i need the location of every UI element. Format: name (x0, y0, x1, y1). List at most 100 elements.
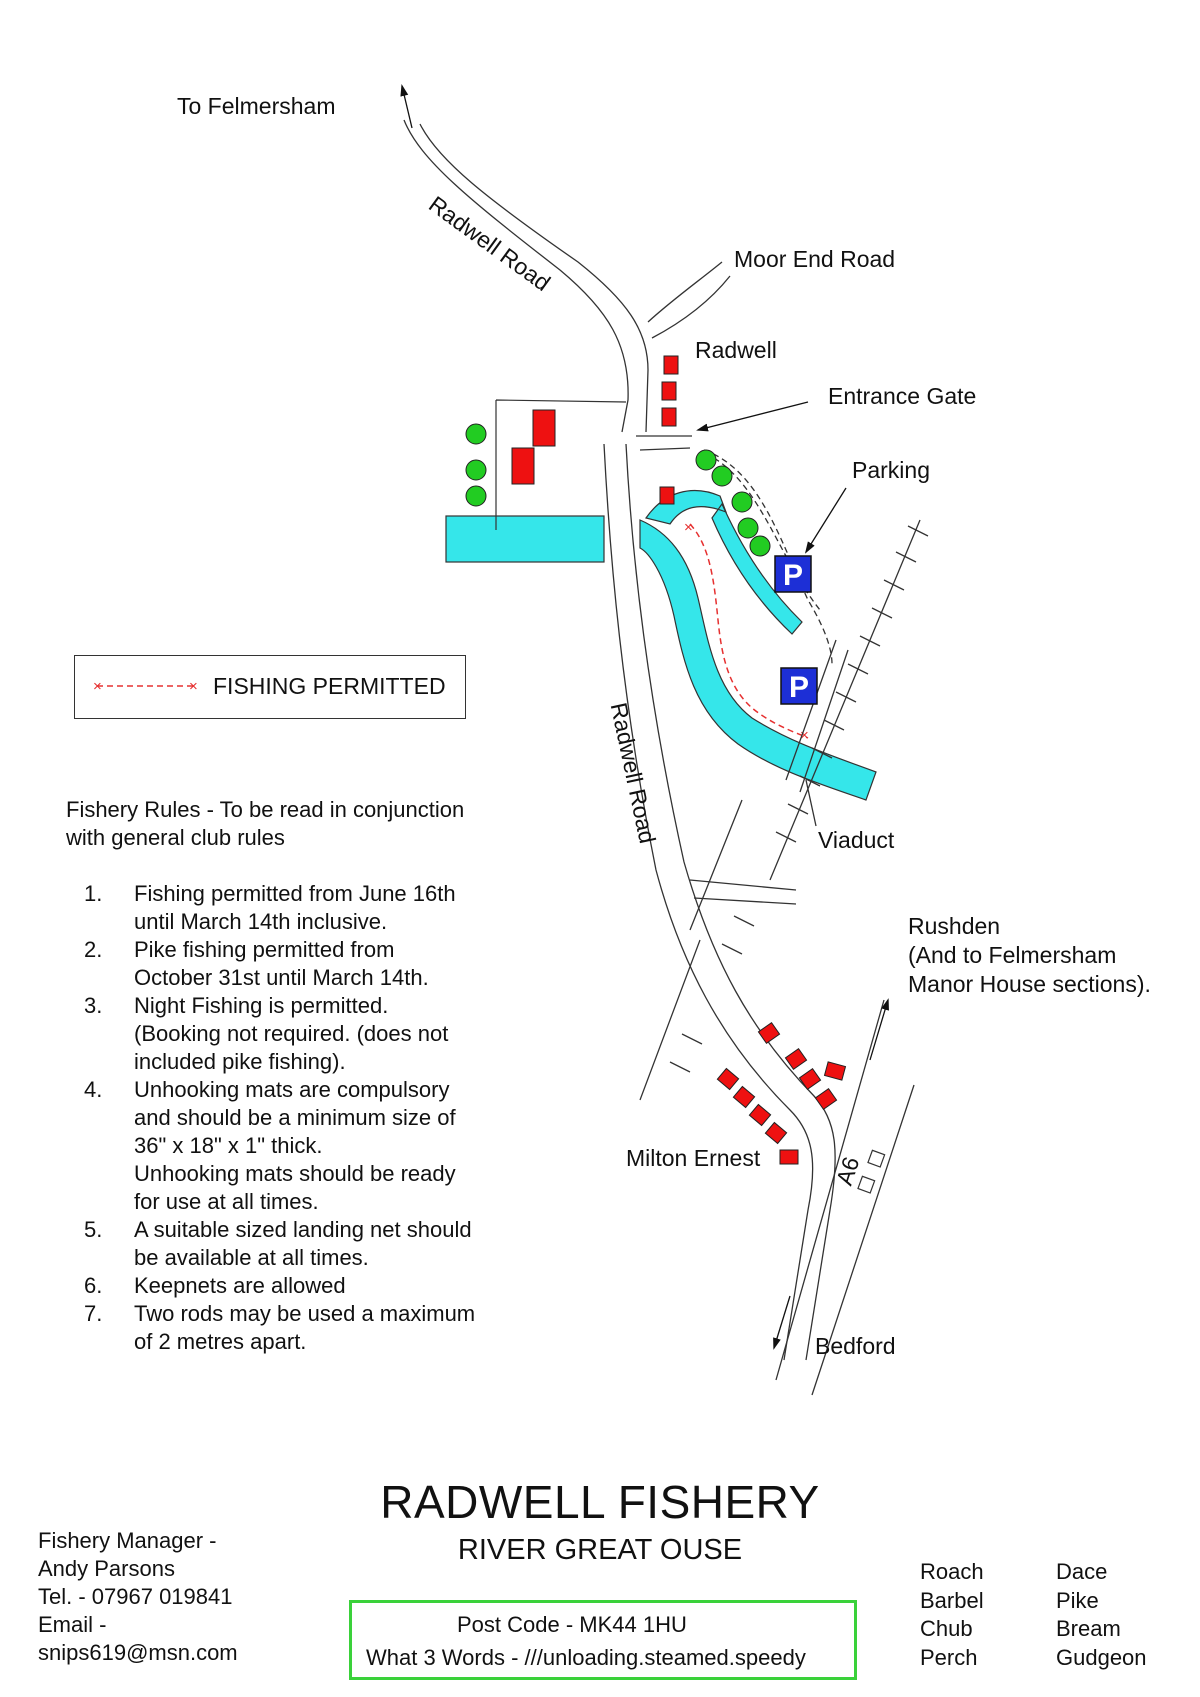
rule-item: 2. Pike fishing permitted from October 3… (66, 936, 526, 992)
rule-text: of 2 metres apart. (134, 1329, 307, 1354)
arrow-parking (804, 487, 847, 554)
rule-text: included pike fishing). (134, 1049, 346, 1074)
page-title: RADWELL FISHERY (380, 1476, 820, 1528)
buildings (511, 355, 847, 1165)
viaduct-edge-east (799, 649, 849, 793)
fish-species: Bream (1056, 1616, 1121, 1641)
svg-text:P: P (789, 671, 809, 704)
railway-line (769, 519, 921, 881)
label-moor-end-road: Moor End Road (734, 246, 896, 272)
a6-road-east (811, 1084, 915, 1396)
radwell-road-main-west (603, 443, 814, 1361)
legend-label: FISHING PERMITTED (213, 673, 446, 699)
rules-intro: Fishery Rules - To be read in conjunctio… (66, 796, 526, 852)
fish-species-list: Dace Pike Bream Gudgeon (1056, 1558, 1147, 1672)
building (661, 381, 677, 401)
tree-icon (749, 535, 771, 557)
rule-text: October 31st until March 14th. (134, 965, 429, 990)
rule-text: Unhooking mats are compulsory (134, 1077, 450, 1102)
building (798, 1067, 822, 1091)
contact-email[interactable]: snips619@msn.com (38, 1640, 238, 1665)
fish-species: Pike (1056, 1587, 1099, 1613)
rule-item: 4. Unhooking mats are compulsory and sho… (66, 1076, 526, 1216)
river-main-channel (639, 519, 877, 801)
rules-intro-line: Fishery Rules - To be read in conjunctio… (66, 797, 465, 822)
label-bedford: Bedford (815, 1333, 896, 1359)
rule-text: Fishing permitted from June 16th (134, 881, 456, 906)
label-viaduct: Viaduct (818, 827, 895, 853)
viaduct-edge-west (785, 639, 837, 781)
building (661, 407, 677, 427)
arrow-entrance-gate (696, 401, 809, 432)
label-milton-ernest: Milton Ernest (626, 1145, 761, 1171)
property-boundary (495, 399, 627, 530)
rule-text: (Booking not required. (does not (134, 1021, 449, 1046)
svg-text:×: × (189, 678, 198, 695)
rule-number: 3. (84, 993, 103, 1018)
fish-species: Gudgeon (1056, 1644, 1147, 1670)
moor-end-road-edge2 (651, 275, 731, 339)
building (532, 409, 556, 447)
label-rushden-line3: Manor House sections). (908, 971, 1151, 997)
fishing-permitted-line (689, 523, 809, 739)
viaduct-side-road (689, 879, 797, 905)
contact-line: Andy Parsons (38, 1556, 175, 1581)
railway-ticks (669, 525, 929, 1073)
radwell-road-north-edge (419, 123, 649, 433)
legend-fishing-line-icon: × × (93, 678, 198, 695)
rule-number: 7. (84, 1301, 103, 1326)
contact-line: Email - (38, 1612, 107, 1637)
rule-item: 1. Fishing permitted from June 16th unti… (66, 880, 526, 936)
fishery-rules: Fishery Rules - To be read in conjunctio… (66, 796, 526, 1356)
entrance-track (636, 435, 692, 451)
rule-item: 6. Keepnets are allowed (66, 1272, 526, 1300)
fish-species: Chub (920, 1616, 973, 1641)
fish-species: Barbel (920, 1587, 984, 1613)
what3words: What 3 Words - ///unloading.steamed.spee… (366, 1645, 806, 1670)
rule-text: A suitable sized landing net should (134, 1217, 472, 1242)
rule-text: Two rods may be used a maximum (134, 1301, 476, 1326)
building (732, 1085, 756, 1109)
label-rushden-line2: (And to Felmersham (908, 942, 1117, 968)
rule-item: 7. Two rods may be used a maximum of 2 m… (66, 1300, 526, 1356)
contact-line: Fishery Manager - (38, 1528, 217, 1553)
building (511, 447, 535, 485)
building (784, 1047, 808, 1071)
building (823, 1061, 847, 1081)
parking-icon: P (774, 555, 812, 593)
railway-line-south (689, 799, 743, 931)
arrow-to-felmersham (400, 84, 413, 129)
location-info-box: Post Code - MK44 1HU What 3 Words - ///u… (349, 1600, 857, 1680)
building (757, 1021, 781, 1045)
parking-icon: P (780, 667, 818, 705)
rules-intro-line: with general club rules (66, 825, 285, 850)
tree-icon (695, 449, 717, 471)
label-entrance-gate: Entrance Gate (828, 383, 977, 409)
fish-species: Dace (1056, 1559, 1108, 1584)
label-to-felmersham: To Felmersham (177, 93, 336, 119)
rule-number: 5. (84, 1217, 103, 1242)
arrow-rushden (869, 998, 889, 1061)
rule-number: 6. (84, 1273, 103, 1298)
rule-text: Night Fishing is permitted. (134, 993, 389, 1018)
river (445, 489, 877, 801)
trees (465, 423, 771, 557)
page-subtitle: RIVER GREAT OUSE (457, 1534, 743, 1566)
tree-icon (711, 465, 733, 487)
building (764, 1121, 788, 1145)
building (659, 486, 675, 505)
contact-line: Tel. - 07967 019841 (38, 1584, 233, 1609)
building (716, 1067, 740, 1091)
label-rushden: Rushden (908, 913, 1001, 939)
rule-number: 2. (84, 937, 103, 962)
tree-icon (465, 423, 487, 445)
building (814, 1087, 838, 1111)
svg-text:×: × (93, 678, 102, 695)
rule-number: 4. (84, 1077, 103, 1102)
rule-text: and should be a minimum size of (134, 1105, 456, 1130)
rule-text: until March 14th inclusive. (134, 909, 388, 934)
building (779, 1149, 799, 1165)
label-radwell: Radwell (695, 337, 777, 363)
rule-item: 5. A suitable sized landing net should b… (66, 1216, 526, 1272)
fishing-mark-start: × (684, 519, 693, 536)
